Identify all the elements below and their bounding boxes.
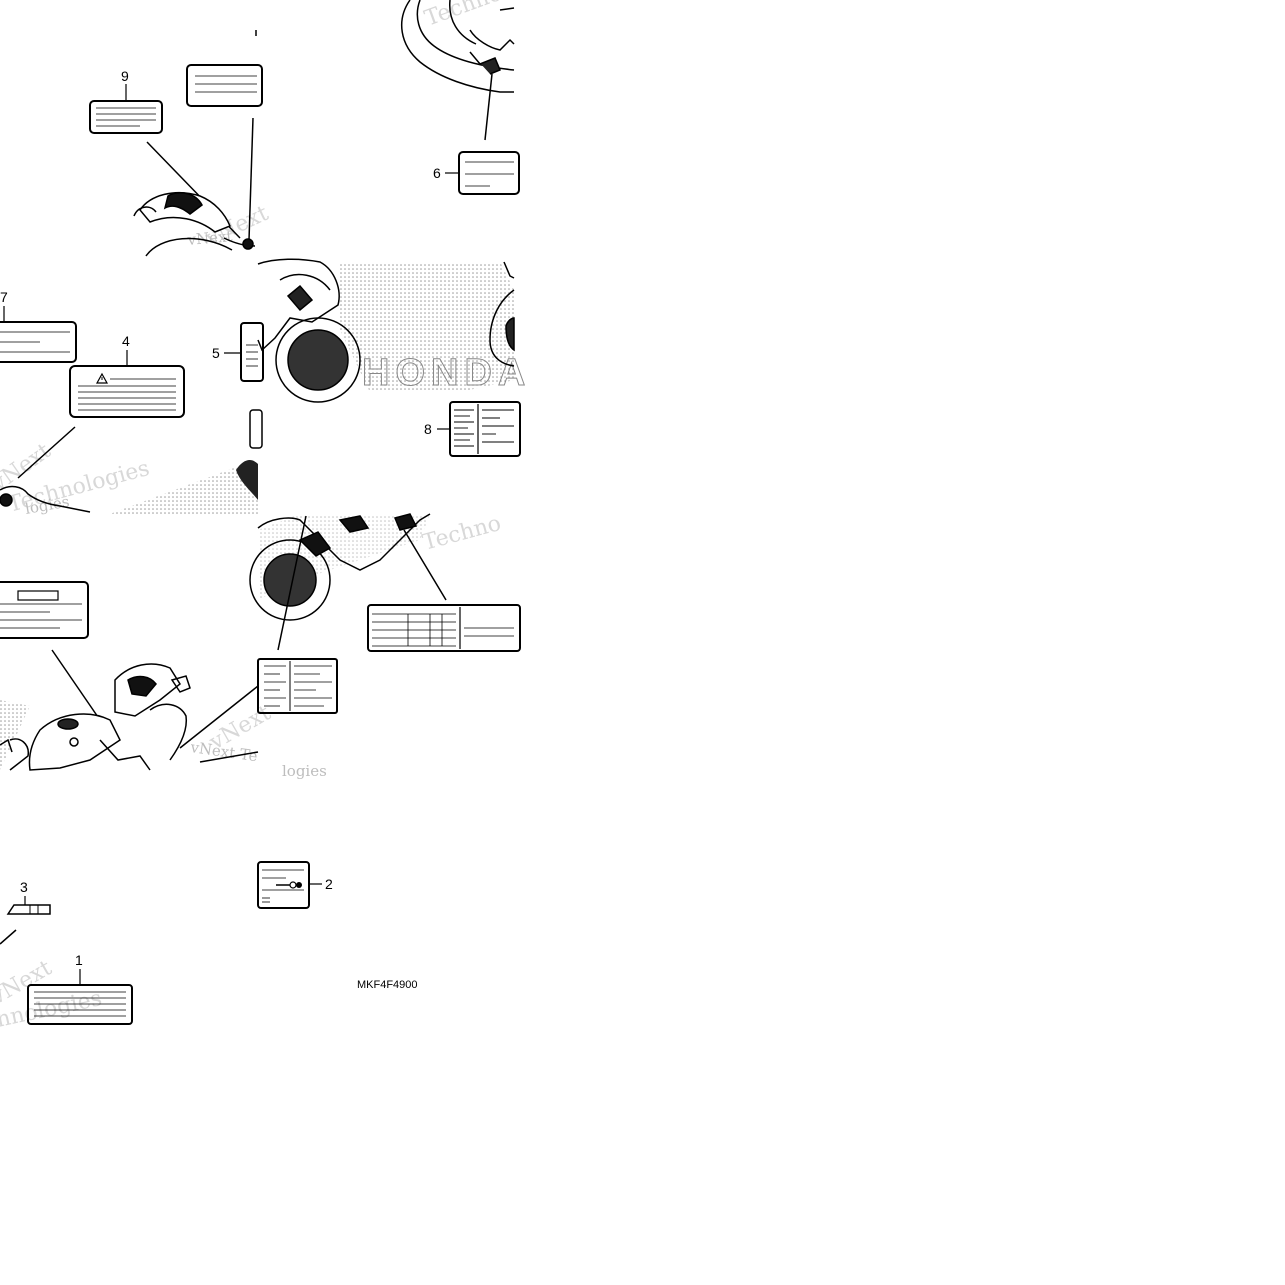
callout-number: 4 — [122, 333, 130, 349]
label-decal — [27, 984, 133, 1025]
callout-number: 6 — [433, 165, 441, 181]
callout-number: 9 — [121, 68, 129, 84]
brand-text: HONDA — [362, 352, 531, 394]
label-decal — [240, 322, 264, 382]
label-decal — [458, 151, 520, 195]
watermark-text: Technologies — [422, 0, 567, 32]
tile-key-label: 2 MKF4F4900 — [257, 861, 418, 991]
label-decal — [6, 904, 51, 915]
tile-rear-seat-view: 9 — [89, 30, 263, 257]
watermark-text: Techno — [420, 511, 504, 556]
tile-side-view: HONDA 8 — [257, 258, 531, 457]
callout-number: 3 — [20, 879, 28, 895]
label-decal — [186, 64, 263, 107]
label-decal — [367, 604, 521, 652]
label-decal — [69, 365, 185, 418]
label-decal — [257, 861, 310, 909]
tile-fairing-labels: 7 4 5 — [0, 289, 264, 514]
motorcycle-tail-sketch — [133, 191, 256, 257]
motorcycle-rear-sketch — [0, 663, 191, 771]
label-decal — [257, 658, 338, 714]
key-icon — [276, 881, 302, 889]
watermark-text: vNext Te — [188, 738, 258, 765]
part-code: MKF4F4900 — [357, 979, 418, 991]
tile-small-labels: 3 1 — [0, 879, 133, 1025]
watermark-text: logies — [282, 762, 327, 780]
callout-number: 2 — [325, 876, 333, 892]
callout-number: 8 — [424, 421, 432, 437]
tile-fuel-tank-view — [0, 581, 259, 771]
tile-front-fairing-view — [249, 513, 521, 714]
label-decal — [0, 321, 77, 363]
watermark-text: vNext — [186, 227, 233, 249]
callout-number: 7 — [0, 289, 8, 305]
tile-front-wheel-view: 6 — [401, 0, 520, 195]
label-decal — [89, 100, 163, 134]
motorcycle-side-sketch — [257, 258, 515, 403]
warning-icon — [95, 372, 109, 384]
label-decal — [0, 581, 89, 639]
callout-number: 1 — [75, 952, 83, 968]
callout-number: 5 — [212, 345, 220, 361]
